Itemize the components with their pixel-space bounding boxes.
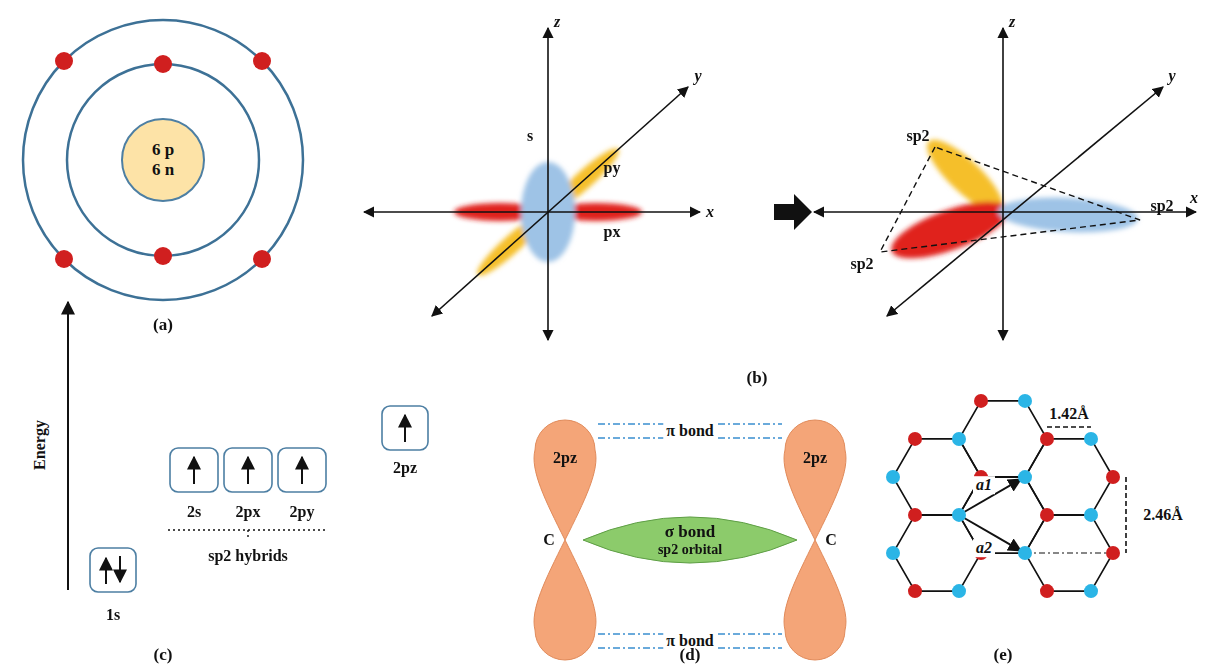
figure-label: sp2 [850,255,873,273]
figure-label: (a) [153,316,173,335]
figure-label: 2s [187,503,201,521]
figure-label: 2pz [803,449,827,467]
carbon-atom [886,470,900,484]
figure-label: C [825,531,837,549]
figure-label: sp2 [1150,197,1173,215]
figure-label: z [554,13,560,31]
figure-label: y [1168,67,1175,85]
figure-label: y [694,67,701,85]
carbon-atom [1084,584,1098,598]
figure-label: 1.42Å [1046,405,1092,423]
hexagon [893,515,981,591]
figure-label: 2py [290,503,315,521]
carbon-atom [1040,508,1054,522]
hexagon [959,401,1047,477]
node-text: 6 p [152,140,174,160]
bohr-model [23,20,303,300]
figure-label: (d) [680,646,701,665]
carbon-atom [1106,470,1120,484]
carbon-atom [1040,584,1054,598]
figure-label: 1s [106,606,120,624]
figure-label: 2pz [393,459,417,477]
figure-label: a1 [973,476,995,494]
transform-arrow [774,194,812,230]
sp2-orbitals [814,28,1196,340]
figure-label: z [1009,13,1015,31]
carbon-atom [886,546,900,560]
figure-label: 2.46Å [1140,506,1186,524]
dimension-line [1047,426,1091,428]
carbon-atom [952,584,966,598]
carbon-atom [1084,432,1098,446]
hexagon [1025,439,1113,515]
carbon-atom [974,394,988,408]
figure-label: px [604,223,621,241]
figure-label: 2pz [553,449,577,467]
carbon-atom [1018,394,1032,408]
figure-label: x [706,203,714,221]
dimension-line [1125,477,1127,553]
figure-label: x [1190,189,1198,207]
figure-label: π bond [663,422,716,440]
node-text: sp2 orbital [658,542,722,558]
carbon-atom [1018,546,1032,560]
bonding-orbitals [534,420,846,660]
carbon-atom [1040,432,1054,446]
figure-label: a2 [973,539,995,557]
figure-label: (e) [994,646,1013,665]
carbon-atom [908,432,922,446]
figure-label: py [604,159,621,177]
energy-diagram [68,302,428,592]
carbon-atom [952,508,966,522]
node-text: 6 n [152,160,174,180]
figure-label: C [543,531,555,549]
carbon-atom [1106,546,1120,560]
carbon-atom [1084,508,1098,522]
figure-label: (b) [747,369,768,388]
figure-label: sp2 hybrids [208,547,288,565]
atomic-orbitals [364,28,700,340]
carbon-atom [1018,470,1032,484]
carbon-atom [908,584,922,598]
nucleus: 6 p6 n [121,118,205,202]
node-text: σ bond [665,522,715,542]
sigma-bond-orbital: σ bondsp2 orbital [583,504,797,576]
figure-label: 2px [236,503,261,521]
figure-label: (c) [154,646,173,665]
hexagon [893,439,981,515]
axis-label: Energy [31,420,49,470]
hexagon [1025,515,1113,591]
guide-line [1025,552,1113,553]
carbon-atom [908,508,922,522]
figure-label: sp2 [906,127,929,145]
figure-label: s [527,127,533,145]
graphene-lattice [886,394,1126,598]
carbon-atom [952,432,966,446]
